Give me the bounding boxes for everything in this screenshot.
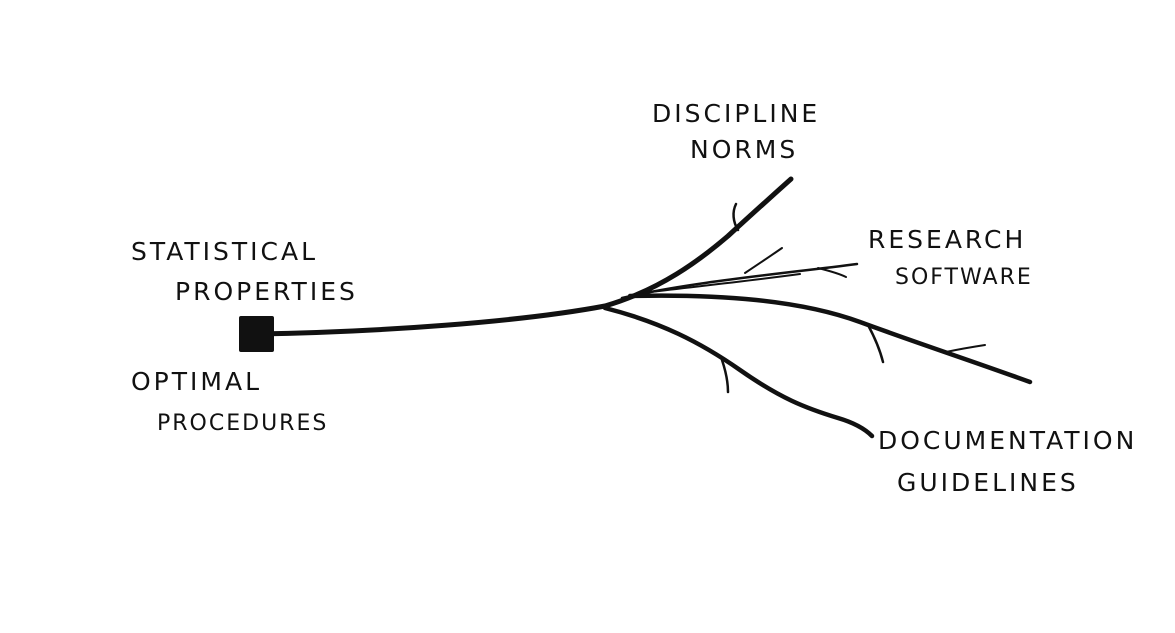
label-procedures: PROCEDURES [157,411,328,436]
twig-long-right-b [945,344,986,353]
branch-research-software [620,262,859,300]
twig-discipline-norms [732,202,740,232]
label-discipline: DISCIPLINE [652,99,820,128]
label-optimal: OPTIMAL [131,367,262,396]
twig-documentation-guidelines [720,358,730,394]
branch-documentation-guidelines [602,305,875,439]
twig-long-right-a [866,323,885,364]
label-properties: PROPERTIES [175,277,358,306]
label-guidelines: GUIDELINES [897,468,1079,497]
label-norms: NORMS [690,135,798,164]
branch-long-right [627,293,1033,385]
label-software: SOFTWARE [895,265,1033,290]
twig-research-software-c [649,273,801,293]
trunk-line [253,303,608,337]
branch-discipline-norms [602,176,794,309]
label-research: RESEARCH [868,225,1026,254]
label-statistical: STATISTICAL [131,237,318,266]
twig-research-software-b [817,267,847,278]
twig-research-software-a [744,247,783,274]
origin-square [239,316,274,352]
label-documentation: DOCUMENTATION [878,426,1137,455]
